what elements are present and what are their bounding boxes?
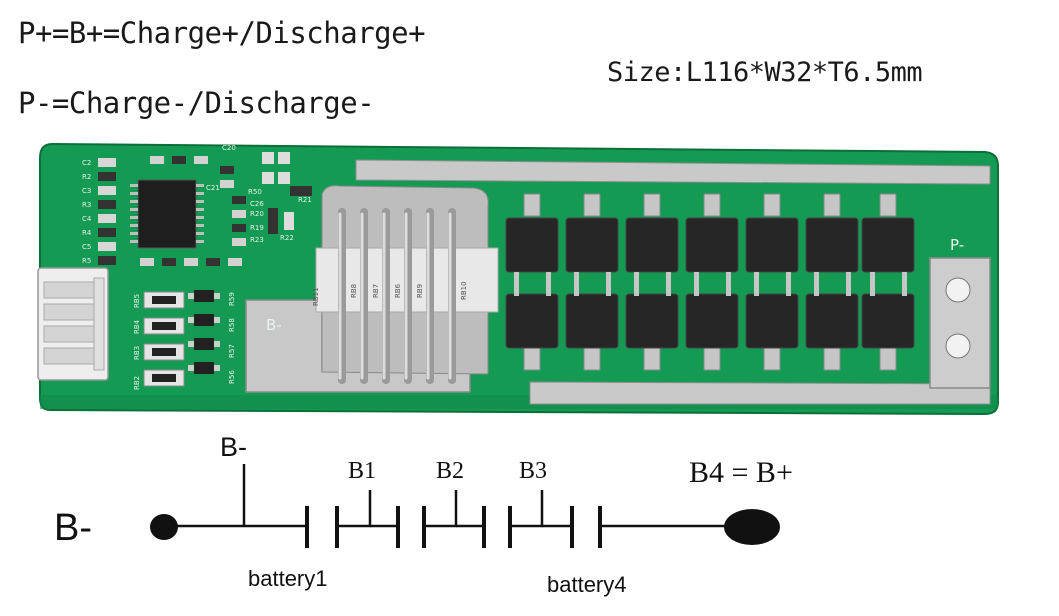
cell-link bbox=[424, 490, 458, 528]
silk-label: R50 bbox=[248, 188, 262, 196]
silk-label: C4 bbox=[82, 215, 92, 223]
silk-label: R59 bbox=[228, 292, 236, 306]
cell-label-b3: B3 bbox=[519, 458, 547, 484]
mosfet bbox=[745, 284, 799, 371]
mosfet bbox=[505, 284, 559, 371]
silk-label: R57 bbox=[228, 344, 236, 358]
mosfet bbox=[565, 284, 619, 371]
silk-label: RB8 bbox=[350, 284, 358, 298]
balance-resistors: RB5 RB4 RB3 RB2 R59 R58 R57 R56 bbox=[133, 290, 236, 390]
silk-label: RB7 bbox=[372, 284, 380, 298]
silk-label: R56 bbox=[228, 370, 236, 384]
silk-label: R3 bbox=[82, 201, 91, 209]
mosfet bbox=[685, 193, 739, 284]
silk-label: RB2 bbox=[133, 376, 141, 390]
pad-top-strip bbox=[355, 159, 991, 185]
silk-label: R5 bbox=[82, 257, 91, 265]
battery1-label: battery1 bbox=[248, 566, 328, 591]
battery4-label: battery4 bbox=[547, 572, 627, 597]
pad-p-minus: P- bbox=[929, 236, 991, 389]
silk-label: C5 bbox=[82, 243, 91, 251]
silk-label: R22 bbox=[280, 234, 294, 242]
silk-label: R23 bbox=[250, 236, 264, 244]
silk-label: C3 bbox=[82, 187, 91, 195]
mosfet bbox=[861, 193, 915, 284]
b4-bplus-label: B4 = B+ bbox=[689, 456, 793, 489]
mosfet bbox=[861, 284, 915, 371]
resistor-column-left: C2 R2 C3 R3 C4 R4 C5 R5 bbox=[82, 158, 116, 265]
cell-label-b2: B2 bbox=[436, 458, 464, 484]
silk-label: R21 bbox=[298, 196, 312, 204]
cell-link bbox=[510, 490, 544, 528]
silk-label: RB9 bbox=[416, 284, 424, 298]
silk-label: R4 bbox=[82, 229, 92, 237]
cell-label-b1: B1 bbox=[348, 458, 376, 484]
silk-label: C2 bbox=[82, 159, 91, 167]
bminus-tap-label: B- bbox=[220, 432, 247, 462]
mosfet bbox=[565, 193, 619, 284]
mosfet bbox=[625, 193, 679, 284]
balance-connector bbox=[37, 267, 109, 381]
mosfet-array bbox=[505, 193, 915, 371]
small-components bbox=[140, 152, 312, 266]
mosfet bbox=[745, 193, 799, 284]
pcb-board: C2 R2 C3 R3 C4 R4 C5 R5 bbox=[37, 142, 999, 416]
mosfet bbox=[625, 284, 679, 371]
silk-label: RB6 bbox=[394, 283, 402, 298]
label-pack-negative: P-=Charge-/Discharge- bbox=[18, 86, 375, 120]
silk-label: R58 bbox=[228, 318, 236, 332]
silk-label: RB10 bbox=[460, 281, 468, 300]
battery-schematic: B- B- B1 B2 B3 B4 = B+ battery1 battery4 bbox=[54, 432, 793, 597]
silk-label: RB5 bbox=[133, 294, 141, 308]
shunt-resistors: RB11 RB8 RB7 RB6 RB9 RB10 bbox=[312, 185, 499, 384]
silk-label: RB11 bbox=[312, 287, 320, 306]
mosfet bbox=[805, 284, 859, 371]
mosfet bbox=[805, 193, 859, 284]
bplus-terminal-dot bbox=[724, 509, 780, 545]
label-pack-positive: P+=B+=Charge+/Discharge+ bbox=[18, 16, 426, 50]
label-board-size: Size:L116*W32*T6.5mm bbox=[607, 57, 923, 88]
silk-label: RB4 bbox=[133, 319, 141, 334]
silk-label: R19 bbox=[250, 224, 264, 232]
bminus-terminal-label: B- bbox=[54, 507, 92, 549]
protection-ic bbox=[130, 179, 204, 249]
silk-label: C26 bbox=[250, 200, 264, 208]
mosfet bbox=[685, 284, 739, 371]
pad-b-minus-label: B- bbox=[266, 316, 282, 334]
bminus-terminal-dot bbox=[150, 514, 178, 540]
pad-p-minus-label: P- bbox=[950, 236, 964, 254]
cell-link bbox=[337, 490, 372, 528]
silk-label: C21 bbox=[206, 184, 220, 192]
pad-bottom-strip bbox=[529, 381, 991, 405]
silk-label: C20 bbox=[222, 144, 236, 152]
silk-label: R20 bbox=[250, 210, 264, 218]
silk-label: RB3 bbox=[133, 346, 141, 360]
silk-label: R2 bbox=[82, 173, 91, 181]
mosfet bbox=[505, 193, 559, 284]
